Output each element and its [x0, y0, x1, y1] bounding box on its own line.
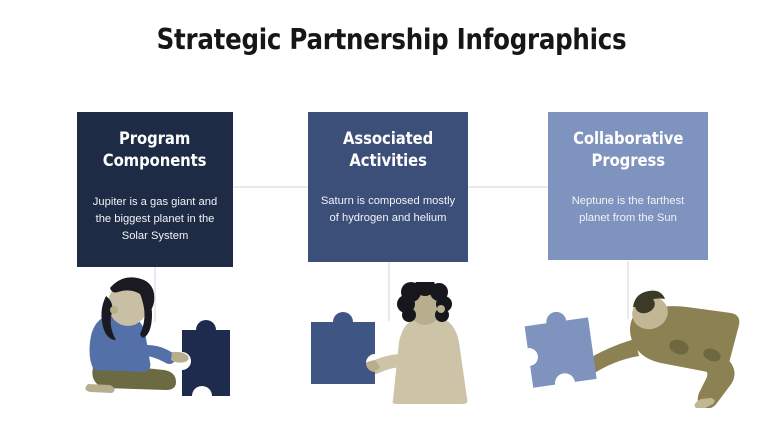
puzzle-piece-light-slate	[524, 311, 597, 388]
person2-arm	[367, 353, 417, 375]
card-heading-line-2: Progress	[591, 150, 665, 170]
page-title: Strategic Partnership Infographics	[156, 23, 627, 56]
connector-line-card2-card3	[468, 186, 548, 188]
person1-hand	[171, 351, 189, 363]
card-heading: Associated Activities	[343, 128, 433, 172]
card-heading-line-2: Activities	[349, 150, 427, 170]
connector-line-card1-card2	[233, 186, 308, 188]
card-program-components[interactable]: Program Components Jupiter is a gas gian…	[77, 112, 233, 267]
person3-foot	[694, 398, 715, 409]
person1-hair-side	[140, 294, 152, 338]
person1-foot	[85, 384, 115, 393]
person1-ear	[110, 306, 118, 314]
card-body-text: Neptune is the farthest planet from the …	[571, 194, 685, 224]
card-body-text: Saturn is composed mostly of hydrogen an…	[320, 194, 456, 224]
person3-hair-mass	[635, 296, 655, 314]
illustration-standing-person-with-puzzle-piece	[305, 276, 490, 404]
person1-head	[108, 282, 148, 326]
card-heading-line-1: Associated	[342, 129, 434, 148]
card-associated-activities[interactable]: Associated Activities Saturn is composed…	[308, 112, 468, 262]
person2-shoulder	[416, 319, 453, 348]
card-heading-line-2: Components	[103, 150, 207, 170]
puzzle-piece-dark-navy	[182, 320, 230, 396]
person1-torso	[89, 316, 151, 372]
card-heading: Collaborative Progress	[573, 128, 683, 172]
connector-line-card1-illustration1	[154, 267, 156, 322]
person1-hair-top	[110, 277, 155, 314]
illustration-leaning-person-with-puzzle-piece	[505, 283, 750, 409]
card-heading-line-1: Program	[119, 129, 191, 148]
person3-shading-1	[669, 339, 689, 355]
person3-leg	[697, 351, 735, 409]
connector-line-card2-illustration2	[388, 261, 390, 321]
person2-ear	[437, 305, 445, 313]
person3-shading-2	[703, 348, 721, 362]
card-collaborative-progress[interactable]: Collaborative Progress Neptune is the fa…	[548, 112, 708, 260]
illustration-kneeling-person-with-puzzle-piece	[62, 272, 262, 402]
connector-line-card3-illustration3	[627, 261, 629, 319]
card-heading: Program Components	[103, 128, 207, 172]
card-body-text: Jupiter is a gas giant and the biggest p…	[92, 195, 218, 243]
puzzle-piece-medium-blue	[311, 312, 375, 384]
person1-arm	[136, 345, 176, 364]
card-heading-line-1: Collaborative	[572, 129, 684, 148]
